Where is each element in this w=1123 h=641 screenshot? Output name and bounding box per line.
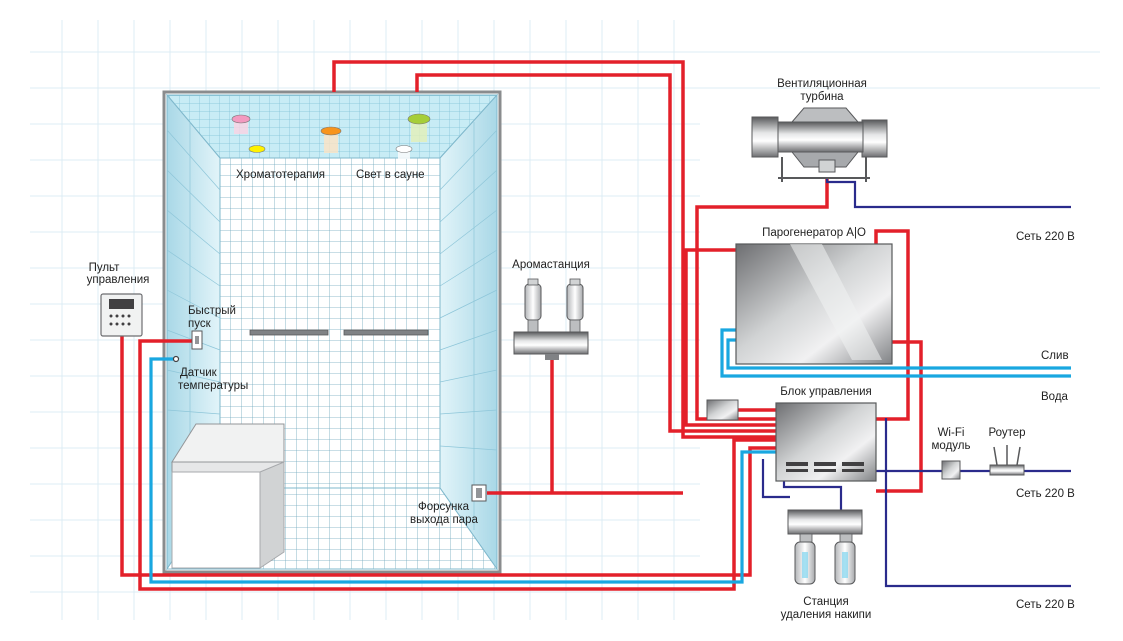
steam-generator (735, 243, 893, 365)
bench (171, 423, 285, 569)
label-wifi-module: Wi-Fi (938, 427, 965, 439)
labels: Хроматотерапия Свет в сауне Пульт управл… (87, 78, 1076, 621)
shelf (343, 329, 429, 336)
water-pipes (149, 328, 1071, 584)
label-chromotherapy: Хроматотерапия (236, 169, 325, 181)
chromo-light-green (407, 113, 431, 125)
chromo-light-yellow (248, 145, 266, 153)
steam-room (162, 90, 502, 574)
sauna-light (395, 145, 413, 153)
label-mains-top: Сеть 220 В (1016, 231, 1075, 243)
label-descaler-2: удаления накипи (781, 609, 872, 621)
label-router: Роутер (988, 427, 1025, 439)
wifi-module (941, 460, 961, 480)
relay-box (706, 399, 739, 421)
label-temp-sensor-2: температуры (178, 380, 248, 392)
label-steam-nozzle: Форсунка (418, 501, 470, 513)
chromo-light-orange (320, 126, 342, 136)
label-aroma-station: Аромастанция (512, 259, 590, 271)
ventilation-turbine (751, 107, 888, 182)
label-temp-sensor: Датчик (180, 367, 218, 379)
label-water: Вода (1041, 391, 1069, 403)
label-wifi-module-2: модуль (932, 440, 971, 452)
aroma-station (513, 278, 589, 360)
label-control-panel-2: управления (87, 274, 150, 286)
label-control-unit: Блок управления (780, 386, 872, 398)
shelf (249, 329, 329, 336)
router (989, 445, 1025, 476)
label-quick-start-2: пуск (188, 318, 212, 330)
descaler-station (787, 509, 863, 585)
chromotherapy-lights (231, 113, 431, 159)
temperature-sensor (172, 355, 180, 363)
label-drain: Слив (1041, 350, 1069, 362)
label-vent-turbine-2: турбина (800, 91, 844, 103)
label-descaler: Станция (803, 596, 848, 608)
label-quick-start: Быстрый (188, 305, 236, 317)
chromo-light-pink (231, 114, 251, 124)
label-sauna-light: Свет в сауне (356, 169, 425, 181)
label-mains-bottom: Сеть 220 В (1016, 599, 1075, 611)
label-vent-turbine: Вентиляционная (777, 78, 867, 90)
label-mains-mid: Сеть 220 В (1016, 488, 1075, 500)
control-unit (775, 402, 877, 482)
label-steam-generator: Парогенератор A|O (762, 227, 866, 239)
control-panel (100, 293, 143, 337)
power-wires (120, 60, 923, 591)
label-steam-nozzle-2: выхода пара (410, 514, 478, 526)
label-control-panel: Пульт (89, 262, 121, 274)
